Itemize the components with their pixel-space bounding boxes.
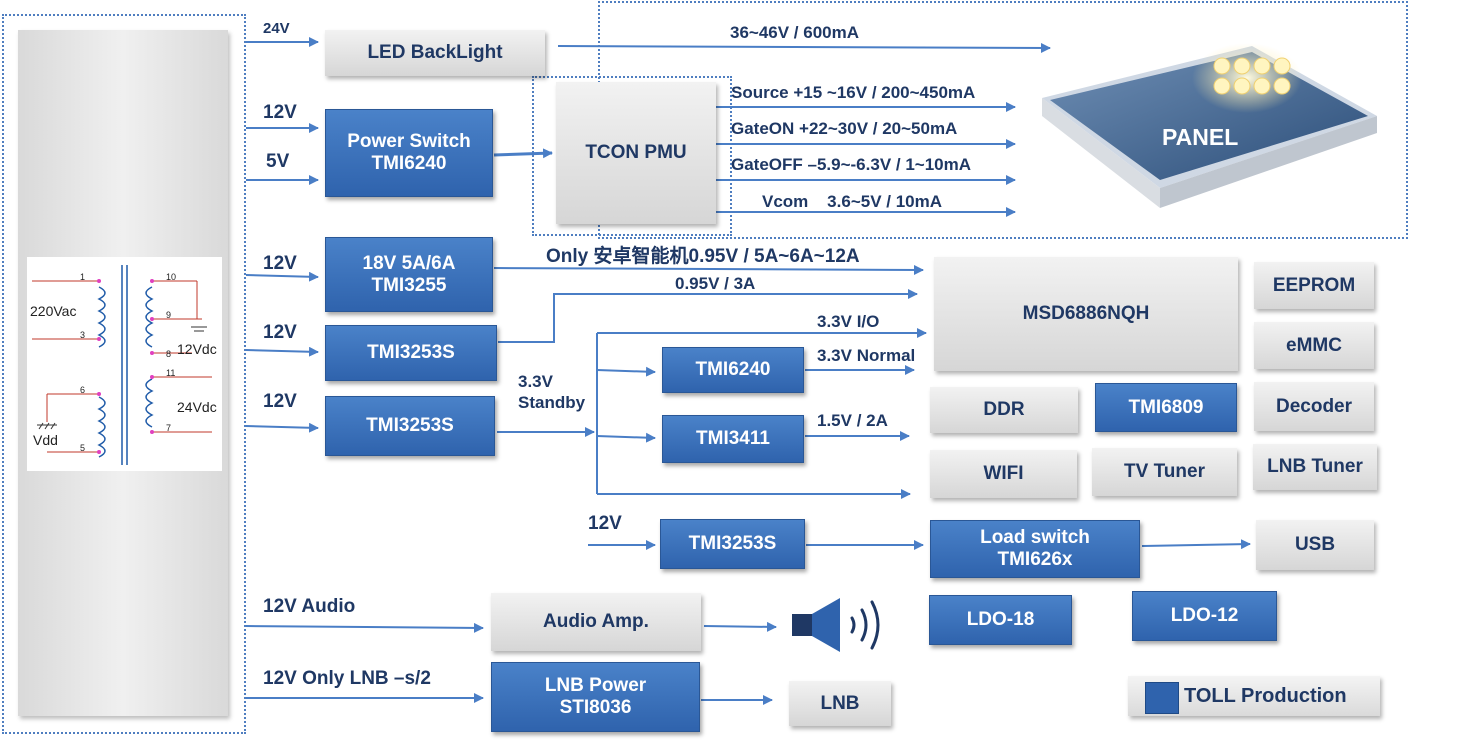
- tmi3253s-block-3[interactable]: TMI3253S: [660, 519, 805, 569]
- lnb-supply-label: 12V Only LNB –s/2: [263, 668, 431, 689]
- eeprom-block[interactable]: EEPROM: [1254, 262, 1374, 309]
- pin-label: 6: [80, 385, 86, 395]
- psu-region: [2, 14, 246, 734]
- gateoff-rail-label: GateOFF –5.9~-6.3V / 1~10mA: [731, 155, 972, 174]
- voltage-label-5v: 5V: [266, 151, 290, 172]
- rail-33v-io-label: 3.3V I/O: [817, 312, 880, 331]
- decoder-block[interactable]: Decoder: [1254, 382, 1374, 431]
- tcon-region: [532, 76, 732, 236]
- tmi3253s-block-2[interactable]: TMI3253S: [325, 396, 495, 456]
- core-rail-label: Only 安卓智能机0.95V / 5A~6A~12A: [546, 246, 860, 267]
- tv-tuner-block[interactable]: TV Tuner: [1092, 448, 1237, 496]
- led-backlight-block[interactable]: LED BackLight: [325, 30, 545, 76]
- pin-label: 3: [80, 330, 86, 340]
- usb-block[interactable]: USB: [1256, 520, 1374, 570]
- panel-label: PANEL: [1162, 124, 1239, 150]
- speaker-icon: [790, 596, 890, 656]
- pin-label: 8: [166, 349, 172, 359]
- lnb-tuner-block[interactable]: LNB Tuner: [1253, 444, 1377, 490]
- output-12vdc-label: 12Vdc: [177, 341, 217, 357]
- output-24vdc-label: 24Vdc: [177, 399, 217, 415]
- msd6886nqh-block[interactable]: MSD6886NQH: [934, 257, 1238, 371]
- lnb-block[interactable]: LNB: [789, 681, 891, 726]
- load-switch-block[interactable]: Load switch TMI626x: [930, 520, 1140, 578]
- vcom-rail-label: Vcom 3.6~5V / 10mA: [762, 192, 943, 211]
- tmi3253s-block-1[interactable]: TMI3253S: [325, 325, 497, 381]
- rail-33v-normal-label: 3.3V Normal: [817, 346, 916, 365]
- primary-voltage-label: 220Vac: [30, 303, 77, 319]
- panel-shape-icon: [1042, 43, 1377, 208]
- panel-graphic: PANEL: [1032, 38, 1402, 228]
- ddr-block[interactable]: DDR: [930, 387, 1078, 433]
- emmc-block[interactable]: eMMC: [1254, 322, 1374, 369]
- audio-amp-block[interactable]: Audio Amp.: [491, 593, 701, 651]
- vdd-label: Vdd: [33, 432, 58, 448]
- voltage-label-12v: 12V: [263, 391, 297, 412]
- lnb-power-block[interactable]: LNB Power STI8036: [491, 662, 700, 732]
- pin-label: 7: [166, 423, 172, 433]
- wifi-block[interactable]: WIFI: [930, 450, 1077, 498]
- ldo18-block[interactable]: LDO-18: [929, 595, 1072, 645]
- voltage-label-12v: 12V: [263, 322, 297, 343]
- pin-label: 5: [80, 443, 86, 453]
- rail-33v-standby-label: 3.3V Standby: [518, 372, 586, 412]
- backlight-output-label: 36~46V / 600mA: [730, 23, 860, 42]
- transformer-icon: [32, 265, 212, 465]
- voltage-label-12v: 12V: [263, 102, 297, 123]
- legend-swatch: [1145, 682, 1179, 714]
- voltage-label-24v: 24V: [263, 20, 290, 37]
- pin-label: 1: [80, 272, 86, 282]
- legend: TOLL Production: [1128, 676, 1380, 716]
- rail-095v-label: 0.95V / 3A: [675, 274, 756, 293]
- transformer-diagram: 220Vac Vdd 12Vdc 24Vdc 1 3 6 5 10 9 8 11…: [27, 257, 222, 471]
- pin-label: 10: [166, 272, 177, 282]
- rail-15v-label: 1.5V / 2A: [817, 411, 888, 430]
- ldo12-block[interactable]: LDO-12: [1132, 591, 1277, 641]
- power-switch-block[interactable]: Power Switch TMI6240: [325, 109, 493, 197]
- tmi6240-block[interactable]: TMI6240: [662, 347, 804, 393]
- gateon-rail-label: GateON +22~30V / 20~50mA: [731, 119, 958, 138]
- voltage-label-12v: 12V: [588, 513, 622, 534]
- voltage-label-12v: 12V: [263, 253, 297, 274]
- legend-label: TOLL Production: [1184, 685, 1347, 707]
- pin-label: 9: [166, 310, 172, 320]
- tcon-pmu-block[interactable]: TCON PMU: [556, 82, 716, 224]
- tmi3411-block[interactable]: TMI3411: [662, 415, 804, 463]
- source-rail-label: Source +15 ~16V / 200~450mA: [731, 83, 976, 102]
- pin-label: 11: [166, 368, 176, 378]
- tmi3255-block[interactable]: 18V 5A/6A TMI3255: [325, 237, 493, 312]
- tmi6809-block[interactable]: TMI6809: [1095, 383, 1237, 432]
- audio-supply-label: 12V Audio: [263, 596, 356, 617]
